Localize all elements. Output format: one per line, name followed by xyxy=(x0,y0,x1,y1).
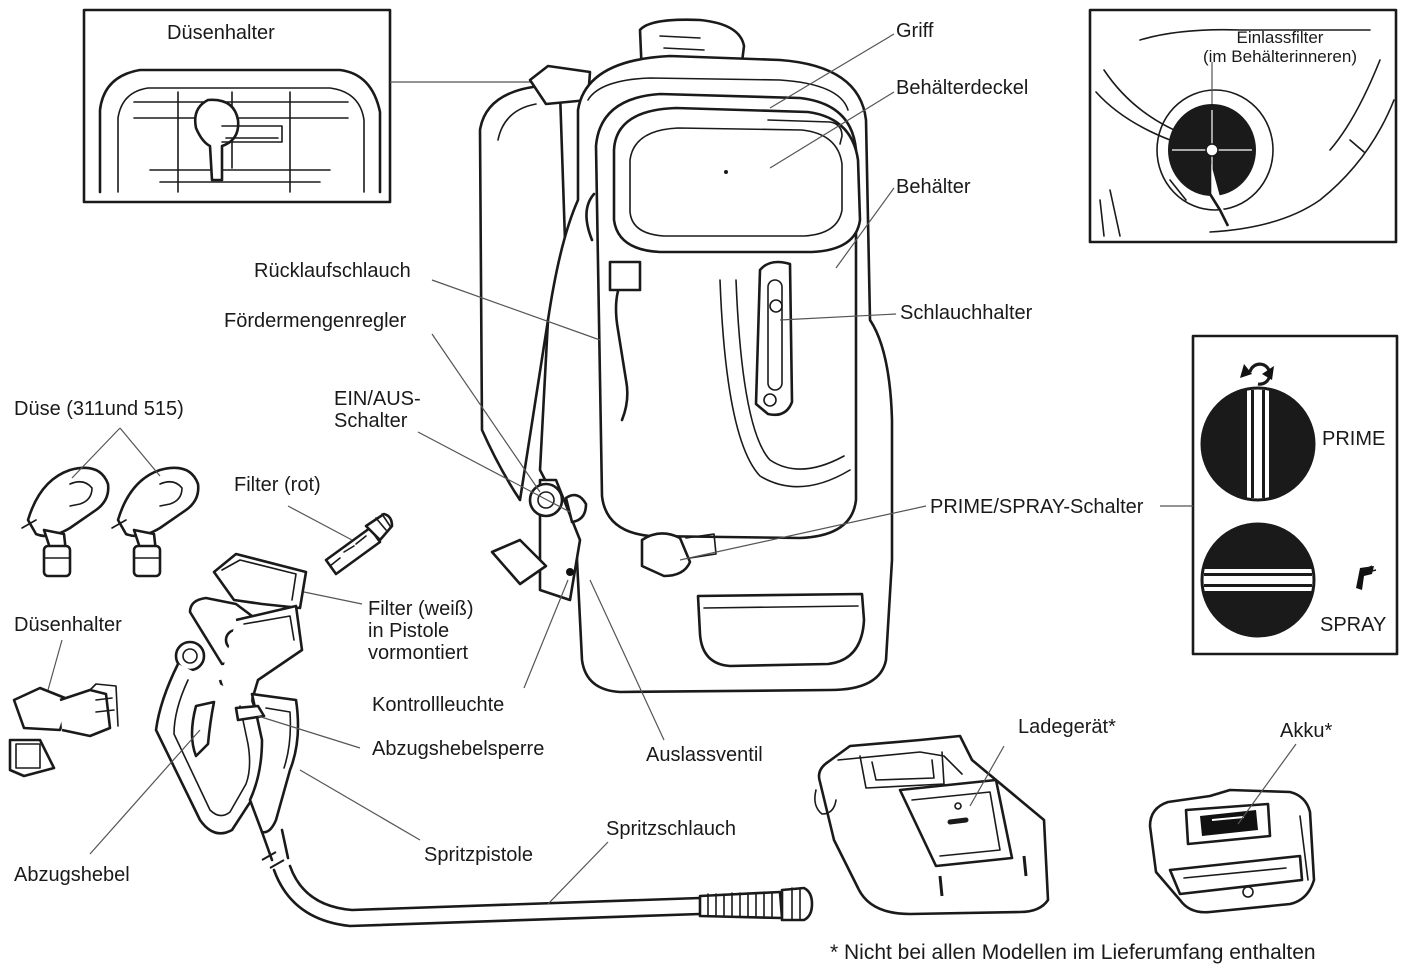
spray-knob-icon xyxy=(1200,522,1316,638)
label-griff: Griff xyxy=(896,20,934,42)
label-kontrollleuchte: Kontrollleuchte xyxy=(372,694,505,716)
backpack-sprayer xyxy=(478,18,894,694)
label-duese: Düse (311und 515) xyxy=(14,398,184,420)
label-filter-weiss-line3: vormontiert xyxy=(368,642,469,664)
label-prime: PRIME xyxy=(1322,428,1386,450)
label-auslassventil: Auslassventil xyxy=(646,744,763,766)
label-filter-weiss-line2: in Pistole xyxy=(368,620,450,642)
label-ladegeraet: Ladegerät* xyxy=(1018,716,1116,738)
trigger xyxy=(190,700,216,758)
label-filter-weiss-line1: Filter (weiß) xyxy=(368,598,474,620)
label-duesenhalter-left: Düsenhalter xyxy=(14,614,122,636)
inset-nozzle-holder xyxy=(82,8,392,204)
tank-lid xyxy=(612,106,862,254)
label-spritzschlauch: Spritzschlauch xyxy=(606,818,737,840)
label-behaelterdeckel: Behälterdeckel xyxy=(896,77,1029,99)
battery xyxy=(1148,788,1316,914)
label-einlassfilter-line2: (im Behälterinneren) xyxy=(1202,47,1357,66)
label-akku: Akku* xyxy=(1280,720,1333,742)
label-einlassfilter-line1: Einlassfilter xyxy=(1236,28,1324,47)
nozzle-holder-key xyxy=(193,98,240,182)
footnote: * Nicht bei allen Modellen im Lieferumfa… xyxy=(830,941,1316,964)
nozzle-holder-left xyxy=(8,683,119,778)
nozzles xyxy=(21,466,200,578)
prime-knob-icon xyxy=(1200,386,1316,502)
label-duesenhalter-inset: Düsenhalter xyxy=(167,22,275,44)
inset-inlet-filter xyxy=(1088,8,1398,244)
indicator-light xyxy=(566,568,574,576)
label-filter-rot: Filter (rot) xyxy=(234,474,321,496)
label-ruecklaufschlauch: Rücklaufschlauch xyxy=(254,260,411,282)
label-abzugshebelsperre: Abzugshebelsperre xyxy=(372,738,545,760)
label-ein-aus-schalter: EIN/AUS- Schalter xyxy=(334,388,454,432)
spray-gun xyxy=(154,552,308,835)
prime-spray-valve xyxy=(640,532,692,578)
label-abzugshebel: Abzugshebel xyxy=(14,864,130,886)
filter-red xyxy=(324,512,394,576)
charger xyxy=(814,734,1050,916)
label-prime-spray-schalter: PRIME/SPRAY-Schalter xyxy=(930,496,1144,518)
on-off-switch xyxy=(564,493,588,524)
spray-hose xyxy=(260,828,814,928)
label-schlauchhalter: Schlauchhalter xyxy=(900,302,1033,324)
label-spritzpistole: Spritzpistole xyxy=(424,844,533,866)
label-spray: SPRAY xyxy=(1320,614,1387,636)
label-einlassfilter: Einlassfilter (im Behälterinneren) xyxy=(1180,28,1380,66)
prime-spray-inset xyxy=(1191,334,1399,656)
label-foerdermengenregler: Fördermengenregler xyxy=(224,310,407,332)
trigger-lock xyxy=(234,704,266,722)
refresh-icon xyxy=(1240,362,1274,386)
label-ein-aus-line2: Schalter xyxy=(334,410,408,432)
label-filter-weiss: Filter (weiß) in Pistole vormontiert xyxy=(368,598,508,664)
hose-holder xyxy=(754,260,794,417)
spray-gun-icon xyxy=(1356,565,1377,590)
label-behaelter: Behälter xyxy=(896,176,971,198)
label-ein-aus-line1: EIN/AUS- xyxy=(334,388,421,410)
